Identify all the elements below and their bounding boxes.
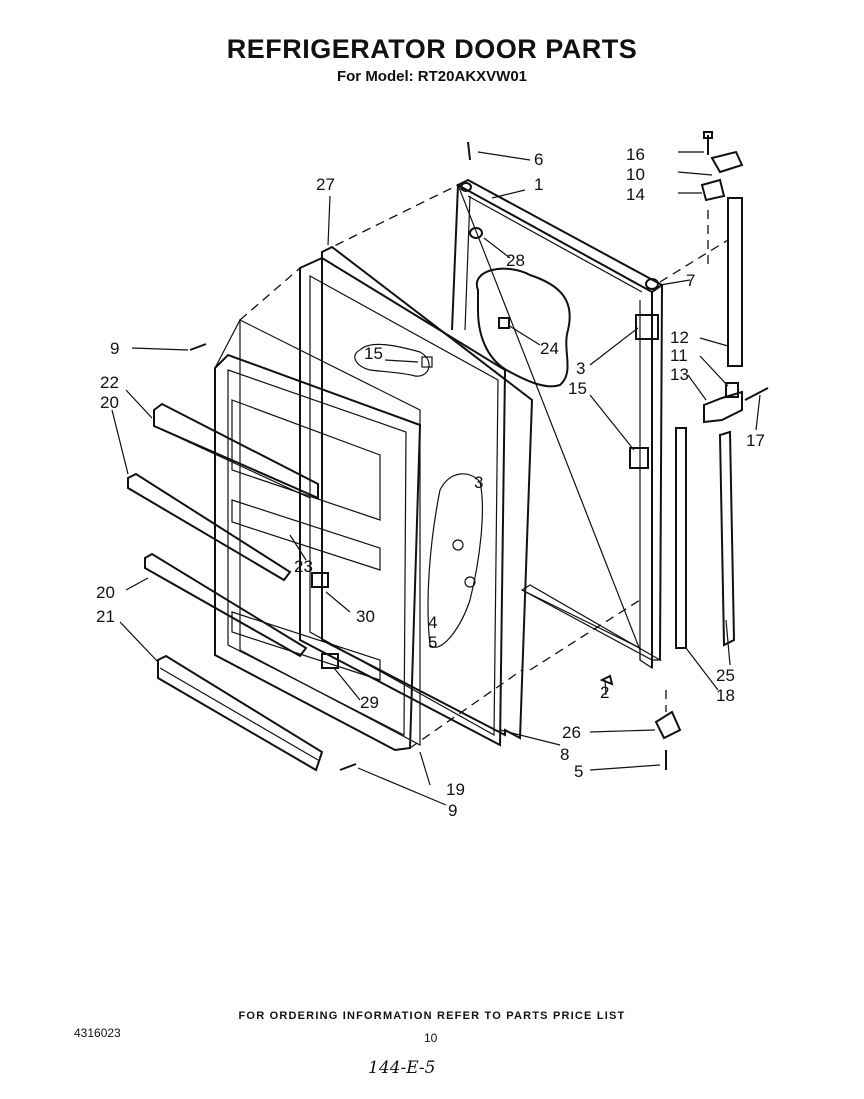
callout-27: 27	[316, 175, 335, 194]
part-9-screw-top	[189, 343, 207, 351]
callout-6: 6	[534, 150, 543, 169]
callout-22: 22	[100, 373, 119, 392]
part-6-screw	[467, 141, 471, 161]
callout-26: 26	[562, 723, 581, 742]
page-number: 10	[424, 1031, 438, 1045]
part-14-shim	[700, 178, 726, 202]
model-subtitle: For Model: RT20AKXVW01	[336, 68, 528, 85]
callout-1: 1	[534, 175, 543, 194]
callout-5-left: 5	[428, 633, 437, 652]
callout-21: 21	[96, 607, 115, 626]
part-24-clip	[498, 317, 510, 329]
part-28-plug	[469, 227, 483, 239]
callout-5-right: 5	[574, 762, 583, 781]
part-2-stop	[599, 674, 614, 686]
callout-14: 14	[626, 185, 645, 204]
part-10-hinge-cap	[710, 150, 744, 174]
assembly-guides	[239, 184, 729, 749]
part-26-hinge	[654, 710, 682, 740]
callout-2: 2	[600, 683, 609, 702]
callout-18: 18	[716, 686, 735, 705]
callout-7: 7	[686, 271, 695, 290]
callout-10: 10	[626, 165, 645, 184]
part-18-strip	[675, 427, 687, 649]
callout-labels: 6 1 27 28 7 24 3 15 16 10 14 12 11 13 17…	[96, 145, 765, 820]
part-12-trim	[727, 197, 743, 367]
part-29-retainer	[321, 653, 339, 669]
callout-9-top: 9	[110, 339, 119, 358]
callout-8: 8	[560, 745, 569, 764]
callout-29: 29	[360, 693, 379, 712]
ordering-note: FOR ORDERING INFORMATION REFER TO PARTS …	[238, 1010, 626, 1022]
callout-12: 12	[670, 328, 689, 347]
inner-door-liner	[214, 319, 422, 752]
part-13-hinge	[703, 390, 743, 424]
part-9-screw-bottom	[339, 763, 357, 771]
door-gasket	[299, 245, 534, 747]
part-17-screw	[744, 387, 769, 401]
callout-30: 30	[356, 607, 375, 626]
document-number: 4316023	[74, 1026, 121, 1040]
callout-15-left: 15	[364, 344, 383, 363]
hinge-hardware	[189, 131, 769, 771]
callout-15-right: 15	[568, 379, 587, 398]
callout-19: 19	[446, 780, 465, 799]
callout-20-bottom: 20	[96, 583, 115, 602]
leader-lines	[111, 151, 761, 806]
handwritten-note: 144-E-5	[368, 1058, 436, 1078]
callout-3-right: 3	[576, 359, 585, 378]
page-title: REFRIGERATOR DOOR PARTS	[226, 34, 638, 64]
part-25-strip	[718, 430, 736, 647]
shelf-bars	[127, 402, 324, 772]
outer-door-panel	[451, 178, 664, 670]
callout-13: 13	[670, 365, 689, 384]
callout-24: 24	[540, 339, 559, 358]
part-30-retainer	[311, 572, 329, 588]
callout-4: 4	[428, 613, 437, 632]
insulation-cutaway	[475, 267, 571, 388]
callout-17: 17	[746, 431, 765, 450]
callout-16: 16	[626, 145, 645, 164]
callout-23: 23	[294, 557, 313, 576]
callout-25: 25	[716, 666, 735, 685]
callout-28: 28	[506, 251, 525, 270]
callout-20-top: 20	[100, 393, 119, 412]
callout-3-left: 3	[474, 473, 483, 492]
callout-9-bottom: 9	[448, 801, 457, 820]
callout-11: 11	[670, 346, 688, 365]
part-7-cap	[645, 278, 659, 290]
part-11-pin	[725, 382, 739, 398]
